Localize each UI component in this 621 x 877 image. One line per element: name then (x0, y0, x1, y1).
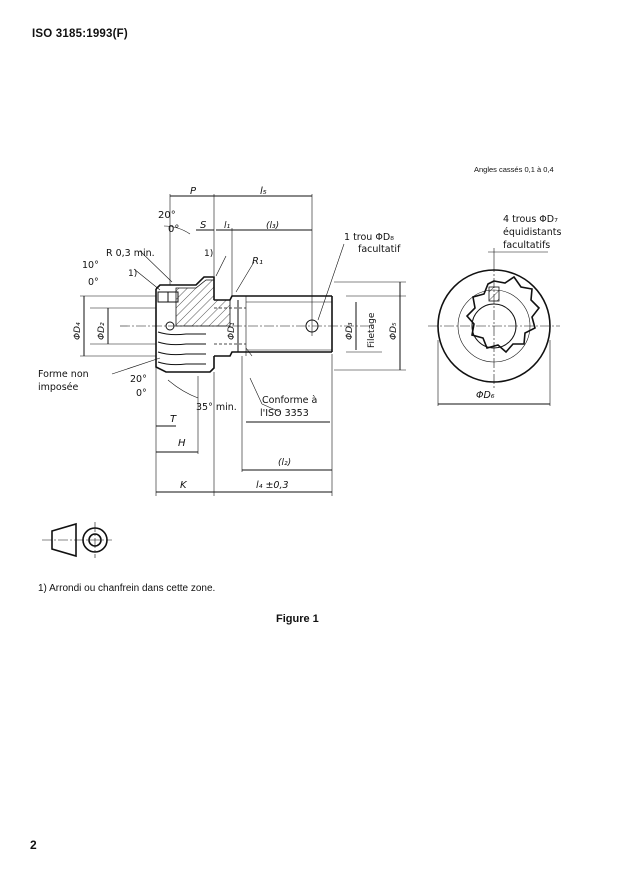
extension-lines (80, 194, 406, 496)
angle-0-left: 0° (88, 277, 99, 288)
conformity-1: Conforme à (262, 395, 317, 406)
projection-symbol (42, 522, 112, 558)
footnote-ref-top: 1) (204, 249, 213, 259)
dim-lines-bottom (156, 421, 332, 493)
dim-l1: l₁ (224, 221, 231, 231)
dim-P: P (190, 186, 197, 197)
dim-l4: l₄ ±0,3 (256, 480, 289, 491)
dim-l5: l₅ (260, 186, 267, 197)
forme-label-1: Forme non (38, 369, 89, 380)
top-teeth (157, 291, 179, 303)
section-hatch (175, 279, 231, 327)
dim-K: K (180, 480, 188, 491)
dim-D2: ΦD₂ (97, 322, 107, 340)
dim-D1: ΦD₁ (227, 322, 237, 340)
figure-caption: Figure 1 (276, 613, 319, 625)
dim-H: H (178, 438, 186, 449)
radius-R1: R₁ (252, 256, 263, 267)
footnote: 1) Arrondi ou chanfrein dans cette zone. (38, 583, 216, 594)
dim-l2: (l₂) (278, 458, 291, 468)
body-top-outline (214, 295, 332, 301)
head-hole (165, 321, 175, 331)
angle-20-top: 20° (158, 210, 176, 221)
conformity-2: l'ISO 3353 (260, 408, 309, 419)
dim-l3: (l₃) (266, 221, 279, 231)
body-bottom-outline (214, 351, 332, 357)
footnote-ref-left: 1) (128, 269, 137, 279)
angle-20-bottom: 20° (130, 374, 147, 385)
dim-lines-top (170, 195, 312, 231)
angle-10: 10° (82, 260, 99, 271)
forme-label-2: imposée (38, 382, 79, 393)
dim-T: T (170, 414, 177, 425)
radius-0-3-label: R 0,3 min. (106, 248, 155, 259)
angle-0-bottom: 0° (136, 388, 147, 399)
angles-note: Angles cassés 0,1 à 0,4 (474, 165, 554, 174)
holes4-line-3: facultatifs (503, 240, 550, 251)
dim-D4: ΦD₄ (73, 322, 83, 340)
filetage-label: Filetage (367, 312, 377, 348)
hole-note-1: 1 trou ΦD₈ (344, 232, 394, 243)
dim-D3: ΦD₃ (345, 322, 355, 340)
thread-chamfer (245, 347, 253, 357)
dim-D6: ΦD₆ (476, 390, 495, 401)
holes4-line-1: 4 trous ΦD₇ (503, 214, 558, 225)
hole-note-2: facultatif (358, 244, 401, 255)
page-number: 2 (30, 838, 37, 852)
angle-35: 35° min. (196, 402, 237, 413)
angle-0-top: 0° (168, 224, 179, 235)
knurl-teeth (157, 331, 206, 366)
dim-S: S (200, 220, 207, 231)
dim-D5: ΦD₅ (389, 322, 399, 340)
dim-lines-vertical (83, 282, 401, 370)
holes4-line-2: équidistants (503, 227, 561, 238)
end-view (428, 248, 560, 406)
document-header: ISO 3185:1993(F) (32, 28, 128, 40)
leader-lines (111, 225, 345, 413)
